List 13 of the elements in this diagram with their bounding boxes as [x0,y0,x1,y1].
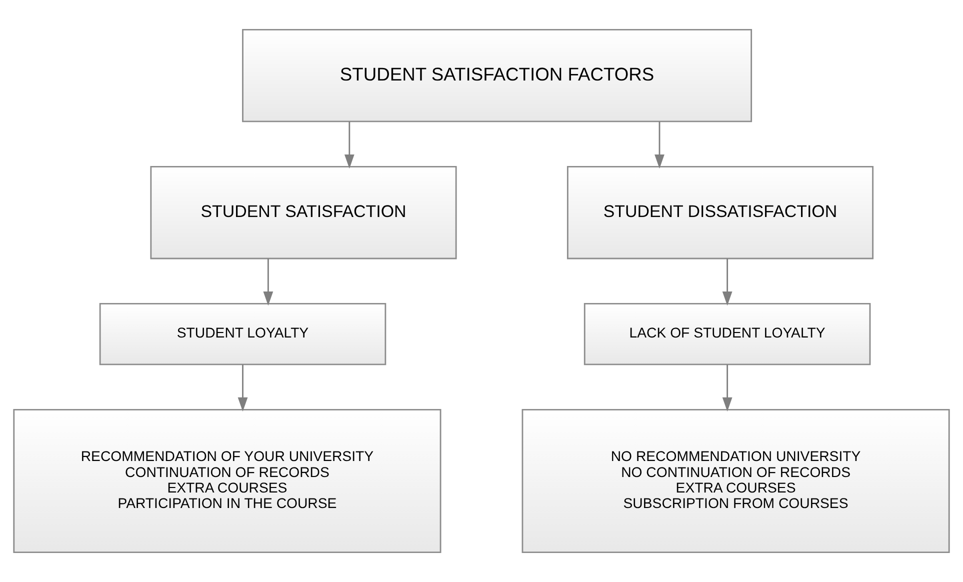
arrow [344,122,354,169]
arrow [238,364,248,412]
node-box: STUDENT LOYALTY [99,303,386,366]
node-box: RECOMMENDATION OF YOUR UNIVERSITY CONTINUATION OF RECORDS EXTRA COURSES PARTICIPATION IN THE COURSE [13,408,442,554]
node-box: STUDENT SATISFACTION [150,166,457,260]
arrow [722,364,732,412]
arrow [263,258,274,306]
node-box: STUDENT SATISFACTION FACTORS [242,28,752,122]
node-box: NO RECOMMENDATION UNIVERSITY NO CONTINUATION OF RECORDS EXTRA COURSES SUBSCRIPTION FROM COURSES [522,408,950,554]
arrow [654,122,664,169]
node-box: STUDENT DISSATISFACTION [566,166,874,260]
node-box: LACK OF STUDENT LOYALTY [584,303,871,366]
arrow [722,258,732,306]
